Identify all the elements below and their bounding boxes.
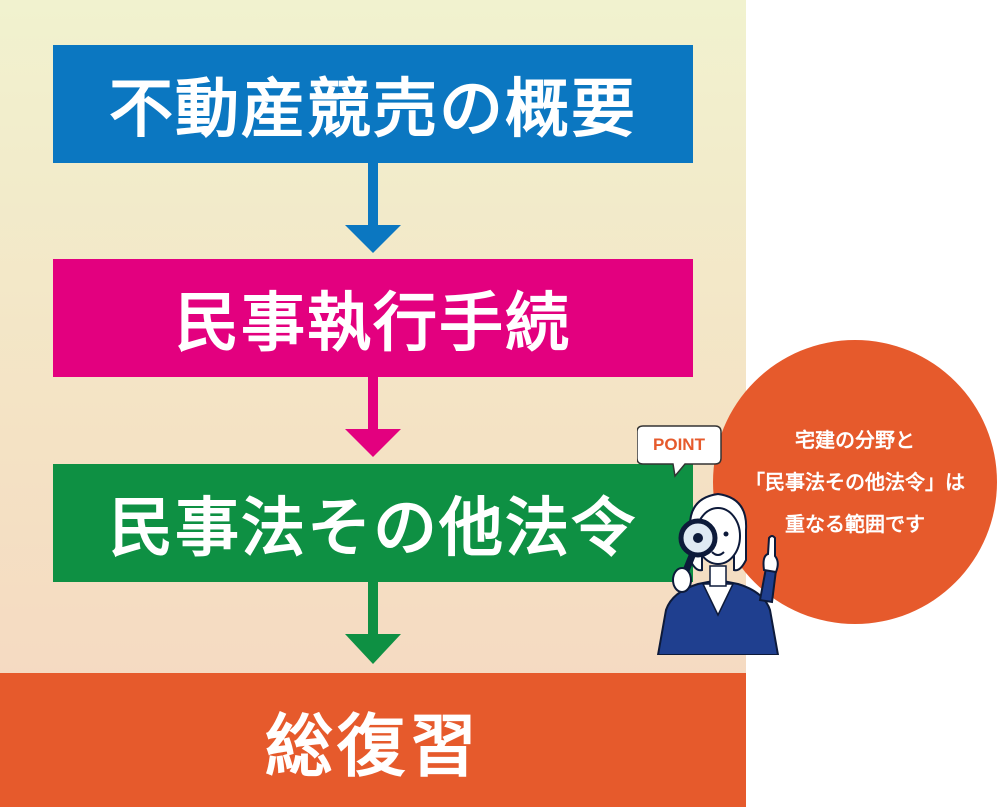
step1-label: 不動産競売の概要	[109, 73, 637, 147]
speech-bubble-icon	[637, 425, 722, 478]
point-badge: POINT	[653, 435, 705, 454]
note-line-2: 「民事法その他法令」は	[745, 470, 965, 494]
down-arrow-icon	[345, 377, 401, 457]
step3-label: 民事法その他法令	[109, 492, 637, 566]
note-line-1: 宅建の分野と	[795, 428, 915, 452]
point-note-circle: 宅建の分野と 「民事法その他法令」は 重なる範囲です	[713, 340, 997, 624]
down-arrow-icon	[345, 564, 401, 664]
person-with-magnifier-icon	[656, 492, 780, 655]
step-civil-execution-procedure: 民事執行手続	[53, 259, 693, 377]
step-real-estate-auction-overview: 不動産競売の概要	[53, 45, 693, 163]
step-comprehensive-review: 総復習	[0, 673, 746, 807]
down-arrow-icon	[345, 163, 401, 253]
final-label: 総復習	[264, 707, 481, 787]
step2-label: 民事執行手続	[175, 287, 571, 361]
step-civil-law-other-laws: 民事法その他法令	[53, 464, 693, 582]
note-line-3: 重なる範囲です	[785, 512, 925, 536]
